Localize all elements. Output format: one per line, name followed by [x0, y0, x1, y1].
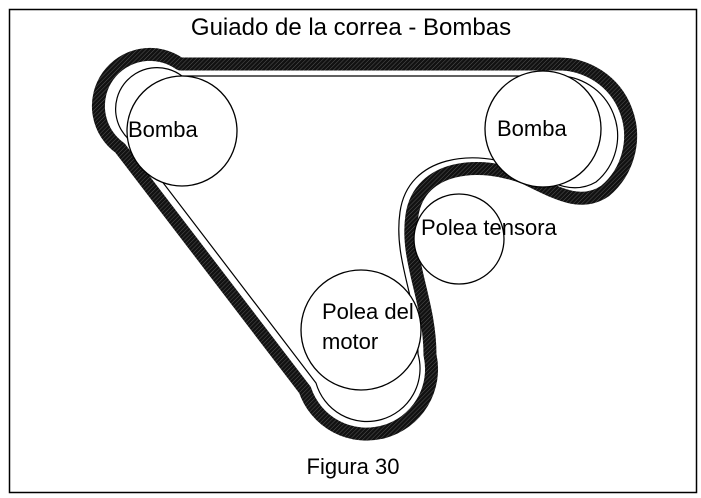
- pulley-pump-left: Bomba: [126, 75, 238, 187]
- pump-left-circle: [126, 75, 238, 187]
- tensioner-label: Polea tensora: [421, 215, 558, 240]
- motor-label-line1: Polea del: [322, 299, 414, 324]
- belt-outer: [91, 47, 638, 441]
- figure-caption: Figura 30: [307, 454, 400, 479]
- pump-right-label: Bomba: [497, 116, 567, 141]
- pump-left-label: Bomba: [128, 117, 198, 142]
- pump-right-circle: [484, 70, 602, 188]
- motor-circle: [300, 269, 422, 391]
- motor-label-line2: motor: [322, 329, 378, 354]
- pulley-pump-right: Bomba: [484, 70, 602, 188]
- pulley-motor: Polea del motor: [300, 269, 422, 391]
- tensioner-circle: [413, 193, 505, 285]
- pulley-tensioner: Polea tensora: [413, 193, 558, 285]
- diagram-title: Guiado de la correa - Bombas: [191, 14, 511, 41]
